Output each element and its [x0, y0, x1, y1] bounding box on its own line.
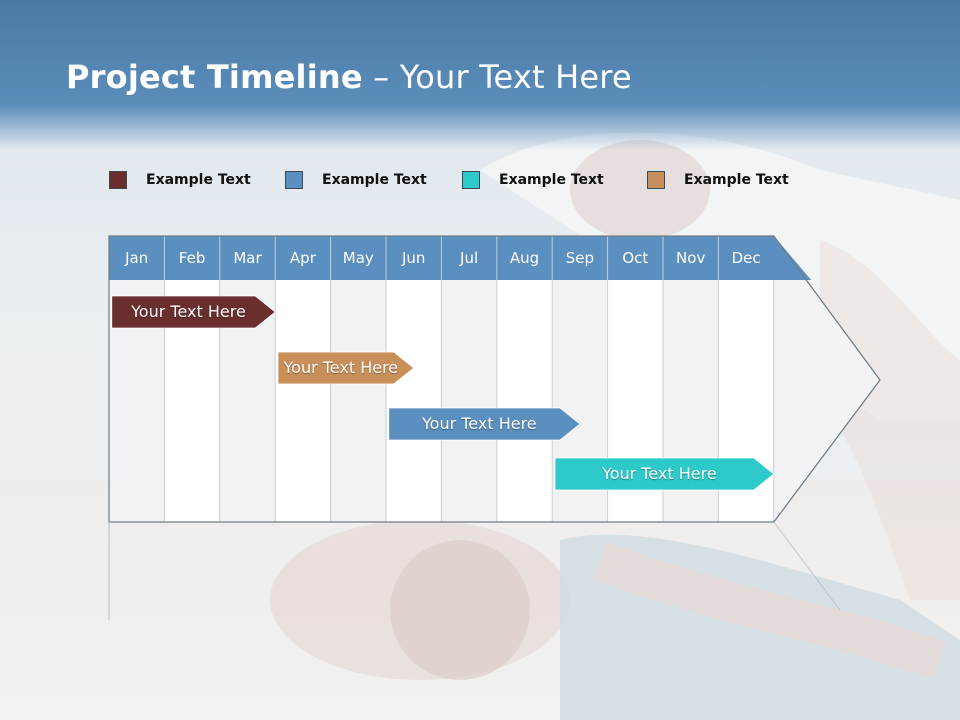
legend-swatch: [285, 171, 303, 189]
slide-title: Project Timeline – Your Text Here: [66, 58, 632, 96]
month-label-jan: Jan: [125, 249, 149, 267]
title-rest: – Your Text Here: [362, 58, 632, 96]
month-label-dec: Dec: [731, 249, 761, 267]
legend-label: Example Text: [684, 172, 789, 188]
legend-label: Example Text: [322, 172, 427, 188]
task-bar-label: Your Text Here: [602, 464, 717, 483]
legend-swatch: [109, 171, 127, 189]
month-column: [496, 280, 553, 522]
task-bar-label: Your Text Here: [283, 358, 399, 377]
month-label-nov: Nov: [676, 249, 706, 267]
month-label-may: May: [342, 249, 374, 267]
month-label-mar: Mar: [233, 249, 262, 267]
month-label-jun: Jun: [401, 249, 426, 267]
legend-swatch: [462, 171, 480, 189]
task-bar-1: [111, 295, 276, 329]
header-band: [0, 0, 960, 150]
task-bar-label: Your Text Here: [131, 302, 246, 321]
title-bold: Project Timeline: [66, 58, 363, 96]
month-column: [386, 280, 442, 522]
reflection-line: [773, 521, 841, 611]
task-bar-4: [554, 457, 775, 491]
legend-label: Example Text: [146, 172, 251, 188]
month-label-aug: Aug: [509, 249, 540, 267]
month-column: [275, 280, 331, 522]
month-label-jul: Jul: [460, 249, 479, 267]
month-label-sep: Sep: [565, 249, 595, 267]
legend-swatch: [647, 171, 665, 189]
month-label-oct: Oct: [622, 249, 649, 267]
task-bar-label: Your Text Here: [422, 414, 537, 433]
timeline-header: [109, 236, 812, 280]
legend-label: Example Text: [499, 172, 604, 188]
task-bar-3: [388, 407, 581, 441]
month-label-feb: Feb: [178, 249, 206, 267]
month-column: [441, 280, 497, 522]
month-column: [330, 280, 386, 522]
timeline-border: [108, 235, 881, 523]
month-label-apr: Apr: [289, 249, 316, 267]
task-bar-2: [277, 351, 415, 385]
